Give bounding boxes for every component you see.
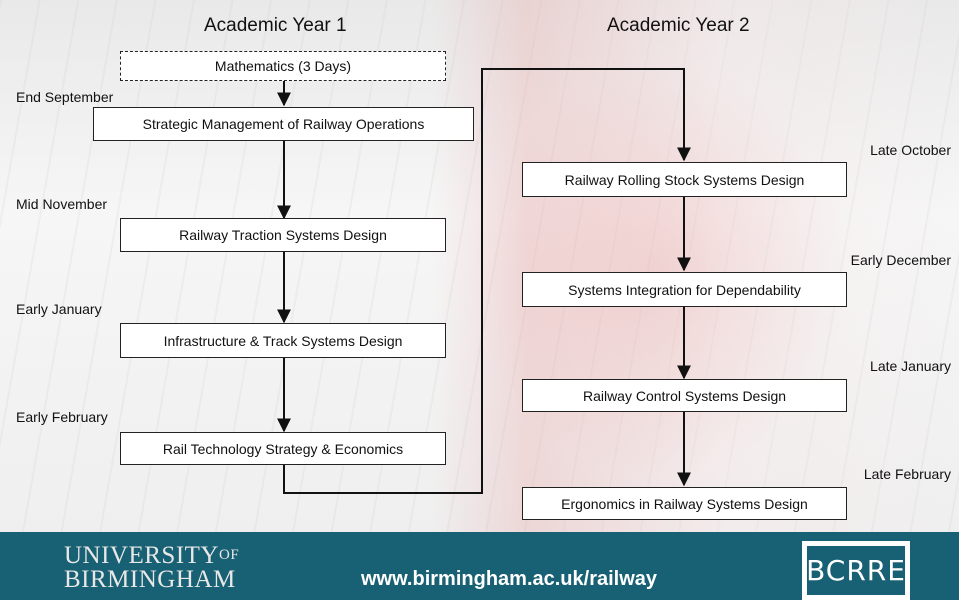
- logo-university-text: UNIVERSITY: [64, 542, 219, 569]
- year1-title: Academic Year 1: [204, 15, 347, 36]
- module-box: Railway Rolling Stock Systems Design: [522, 162, 847, 197]
- date-label: Early January: [16, 301, 102, 317]
- arrow-year1-to-year2: [283, 68, 691, 494]
- logo-of-text: OF: [219, 547, 240, 563]
- date-label: Early December: [850, 252, 951, 268]
- date-label: Late February: [863, 466, 951, 482]
- date-label: Early February: [16, 409, 108, 425]
- module-box: Infrastructure & Track Systems Design: [120, 323, 446, 358]
- bcrre-logo: BCRRE: [802, 541, 910, 600]
- module-mathematics-prerequisite: Mathematics (3 Days): [120, 51, 446, 81]
- date-label: Late October: [870, 142, 951, 158]
- university-of-birmingham-logo: UNIVERSITYOF BIRMINGHAM: [64, 542, 240, 593]
- year2-title: Academic Year 2: [607, 15, 750, 36]
- railway-website-link[interactable]: www.birmingham.ac.uk/railway: [361, 568, 658, 590]
- module-box: Rail Technology Strategy & Economics: [120, 432, 446, 465]
- date-label: Mid November: [16, 196, 108, 212]
- module-box: Strategic Management of Railway Operatio…: [93, 107, 474, 141]
- date-label: Late January: [870, 358, 951, 374]
- module-box: Systems Integration for Dependability: [522, 272, 847, 307]
- footer-bar: [0, 532, 959, 600]
- bcrre-logo-text: BCRRE: [806, 546, 905, 595]
- date-label: End September: [16, 89, 114, 105]
- logo-birmingham-text: BIRMINGHAM: [64, 566, 236, 593]
- module-box: Ergonomics in Railway Systems Design: [522, 487, 847, 520]
- module-box: Railway Traction Systems Design: [120, 218, 446, 252]
- module-box: Railway Control Systems Design: [522, 379, 847, 412]
- flow-connectors: [277, 68, 691, 494]
